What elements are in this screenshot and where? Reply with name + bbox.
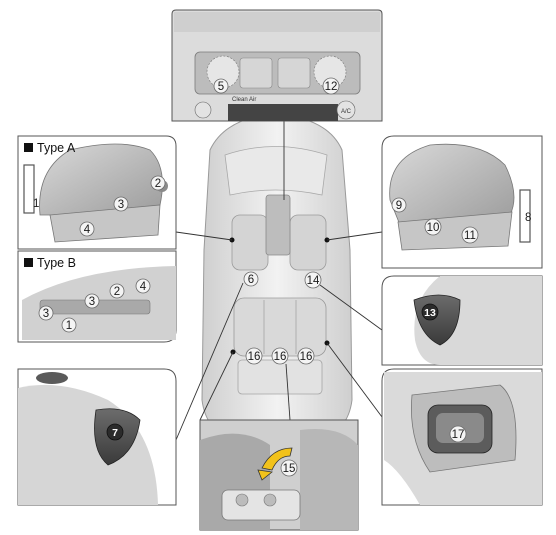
type-a-bullet [24, 143, 33, 152]
callout-label: 7 [112, 427, 118, 439]
seat-callout-10: 10 [424, 218, 442, 236]
type-a-callout-4: 4 [79, 221, 95, 237]
front-right-seat-panel [381, 135, 543, 269]
type-b-callout-3-left: 3 [38, 305, 54, 321]
seat-callout-8: 8 [525, 212, 531, 224]
car-callout-14: 14 [304, 271, 322, 289]
type-b-callout-2: 2 [109, 283, 125, 299]
callout-label: 14 [307, 275, 320, 287]
car-callout-16-right: 16 [297, 347, 315, 365]
type-b-callout-1: 1 [61, 317, 77, 333]
callout-label: 15 [283, 463, 296, 475]
leader-lines [175, 121, 405, 441]
type-a-title: Type A [37, 141, 76, 155]
callout-label: 2 [155, 178, 161, 190]
knob-callout-13: 13 [421, 303, 439, 321]
callout-label: 3 [43, 308, 49, 320]
type-b-callout-4: 4 [135, 278, 151, 294]
car-callout-16-left: 16 [245, 347, 263, 365]
callout-label: 12 [325, 81, 338, 93]
dashboard-callout-5: 5 [213, 78, 229, 94]
callout-label: 6 [248, 274, 254, 286]
callout-label: 11 [464, 230, 476, 242]
callout-label: 16 [300, 351, 313, 363]
rear-armrest-panel [199, 419, 359, 531]
car-callout-16-center: 16 [271, 347, 289, 365]
dashboard-callout-12: 12 [322, 77, 340, 95]
callout-label: 13 [424, 307, 436, 319]
front-left-knob-panel [17, 368, 177, 506]
callout-label: 9 [396, 200, 402, 212]
type-b-title: Type B [37, 256, 76, 270]
clean-air-label: Clean Air [232, 97, 256, 103]
callout-label: 2 [114, 286, 120, 298]
dashboard-panel [171, 9, 383, 122]
type-b-callout-3-right: 3 [84, 293, 100, 309]
callout-label: 4 [84, 224, 91, 236]
bracket-callout-17: 17 [449, 425, 467, 443]
callout-label: 17 [452, 429, 465, 441]
seat-callout-11: 11 [461, 226, 479, 244]
type-b-bullet [24, 258, 33, 267]
type-a-panel [17, 135, 177, 250]
ac-label: A/C [341, 109, 352, 115]
callout-label: 3 [89, 296, 95, 308]
callout-label: 4 [140, 281, 147, 293]
callout-label: 10 [427, 222, 440, 234]
rear-right-knob-panel [381, 275, 543, 366]
armrest-callout-15: 15 [280, 459, 298, 477]
knob-callout-7: 7 [106, 423, 124, 441]
seat-callout-9: 9 [391, 197, 407, 213]
type-a-callout-1: 1 [33, 198, 39, 210]
callout-label: 1 [66, 320, 72, 332]
type-a-callout-3: 3 [113, 196, 129, 212]
callout-label: 3 [118, 199, 124, 211]
callout-label: 5 [218, 81, 224, 93]
callout-label: 16 [274, 351, 287, 363]
callout-label: 16 [248, 351, 261, 363]
car-top-view [201, 113, 353, 441]
type-a-callout-2: 2 [150, 175, 166, 191]
car-callout-6: 6 [243, 271, 259, 287]
